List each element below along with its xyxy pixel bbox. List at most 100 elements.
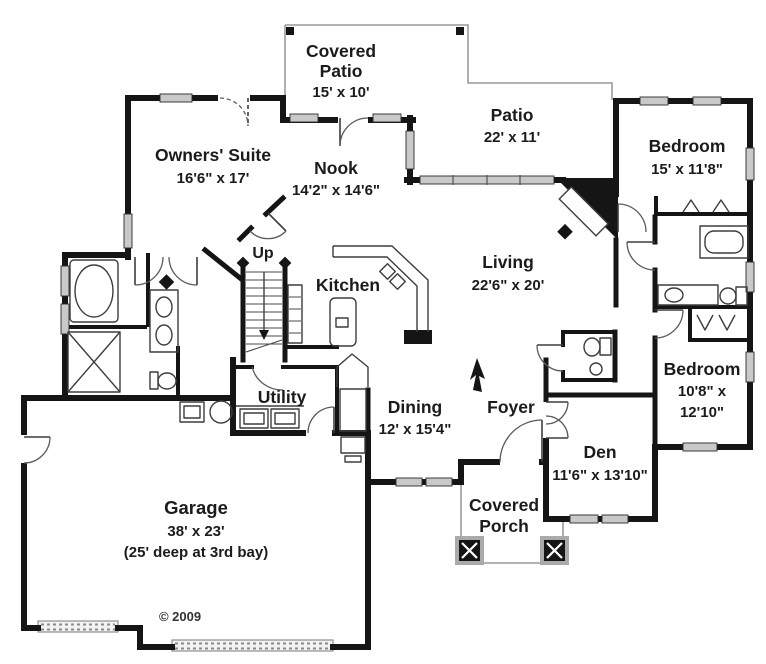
label-covered-patio: Covered (306, 41, 376, 61)
wall-powder-room (561, 330, 617, 382)
stairs (236, 256, 303, 353)
window-icon (60, 265, 70, 297)
master-bath-fixtures (67, 259, 179, 393)
door-arc (249, 230, 287, 240)
label-bedroom-upper: Bedroom (649, 136, 726, 156)
stair-newel (278, 256, 292, 270)
washer-icon (239, 408, 269, 429)
door-arc (545, 401, 569, 439)
label-living-dims: 22'6" x 20' (472, 277, 545, 294)
window-icon (682, 442, 718, 452)
island-sink-icon (335, 317, 349, 328)
label-utility: Utility (258, 387, 307, 407)
kitchen-island (329, 297, 357, 347)
label-foyer: Foyer (487, 397, 535, 417)
pedestal-sink-icon (589, 362, 603, 376)
label-garage: Garage (164, 497, 228, 518)
window-icon (745, 351, 755, 383)
window-icon (60, 303, 70, 335)
closet-rods (682, 199, 736, 331)
label-garage-note: (25' deep at 3rd bay) (124, 544, 268, 561)
porch-posts (455, 536, 569, 565)
label-owners-suite: Owners' Suite (155, 145, 271, 165)
wall-stairs (240, 260, 288, 363)
cooktop-icon (379, 263, 396, 280)
window-icon (405, 130, 415, 170)
door-arc (654, 309, 684, 339)
cooktop-icon (389, 273, 406, 290)
sink-icon (155, 296, 173, 318)
closet-hanger-icon (696, 314, 736, 331)
fireplace-hearth-icon (558, 185, 610, 237)
north-arrow-icon (470, 358, 485, 392)
opening-nook-patio (338, 113, 368, 123)
door-arc (536, 344, 564, 372)
door-arc (626, 241, 656, 271)
covered-patio-outline (285, 24, 613, 100)
dryer-icon (270, 408, 300, 429)
windows (60, 93, 755, 524)
label-patio: Patio (491, 105, 534, 125)
wall-bath-dividers (63, 253, 150, 329)
label-covered-porch-2: Porch (479, 516, 529, 536)
opening-owners-patio (218, 93, 250, 103)
door-pivot (158, 274, 175, 290)
laundry-sink-inner (183, 405, 201, 419)
label-covered-porch: Covered (469, 495, 539, 515)
patio-post-icon (456, 27, 464, 35)
door-leaf (267, 212, 287, 232)
step-icon (344, 455, 362, 463)
window-icon (425, 477, 453, 487)
window-icon (395, 477, 423, 487)
toilet-icon (157, 372, 177, 390)
stair-cut-line (245, 339, 283, 353)
dryer-inner (274, 412, 296, 425)
label-stairs-up: Up (252, 245, 274, 262)
opening-garage-side (20, 435, 29, 463)
wall-garage-left (21, 395, 41, 631)
shower-icon (67, 331, 121, 393)
label-bedroom-lower-dims1: 10'8" x (678, 383, 727, 400)
door-arc (23, 436, 51, 464)
window-icon (639, 96, 669, 106)
tub-icon (704, 230, 744, 254)
opening-den-doors (542, 402, 551, 438)
window-icon (601, 514, 629, 524)
door-arc-dashed (219, 97, 249, 127)
label-garage-dims: 38' x 23' (167, 523, 224, 540)
pantry-cabinet (287, 284, 303, 344)
window-icon (745, 261, 755, 293)
washer-inner (243, 412, 265, 425)
label-living: Living (482, 252, 534, 272)
window-icon (692, 96, 722, 106)
wall-garage-right (330, 430, 371, 650)
toilet-icon (583, 337, 601, 357)
fireplace (556, 178, 618, 240)
label-bedroom-lower: Bedroom (664, 359, 741, 379)
label-dining-dims: 12' x 15'4" (379, 421, 452, 438)
interior-walls (63, 194, 752, 450)
outdoor-outlines (284, 24, 613, 564)
window-icon (745, 147, 755, 181)
label-covered-patio-dims: 15' x 10' (312, 84, 369, 101)
patio-post-icon (286, 27, 294, 35)
china-cabinet (339, 388, 367, 432)
utility-fixtures (179, 353, 369, 463)
door-arc (134, 256, 198, 286)
pantry-shelves (289, 296, 301, 334)
label-den: Den (583, 442, 616, 462)
porch-post-icon (455, 536, 484, 565)
door-arc (307, 406, 335, 434)
tub-icon (74, 264, 114, 318)
wall-bath-left (62, 252, 131, 401)
porch-post-icon (540, 536, 569, 565)
fireplace-tip (557, 223, 573, 240)
garage-door-hatch (175, 642, 330, 650)
tub-deck (69, 259, 119, 323)
sink-icon (155, 324, 173, 346)
wall-owners-entry-diagonal (236, 194, 287, 243)
room-labels: Covered Patio 15' x 10' Patio 22' x 11' … (124, 41, 741, 624)
window-icon (569, 514, 599, 524)
